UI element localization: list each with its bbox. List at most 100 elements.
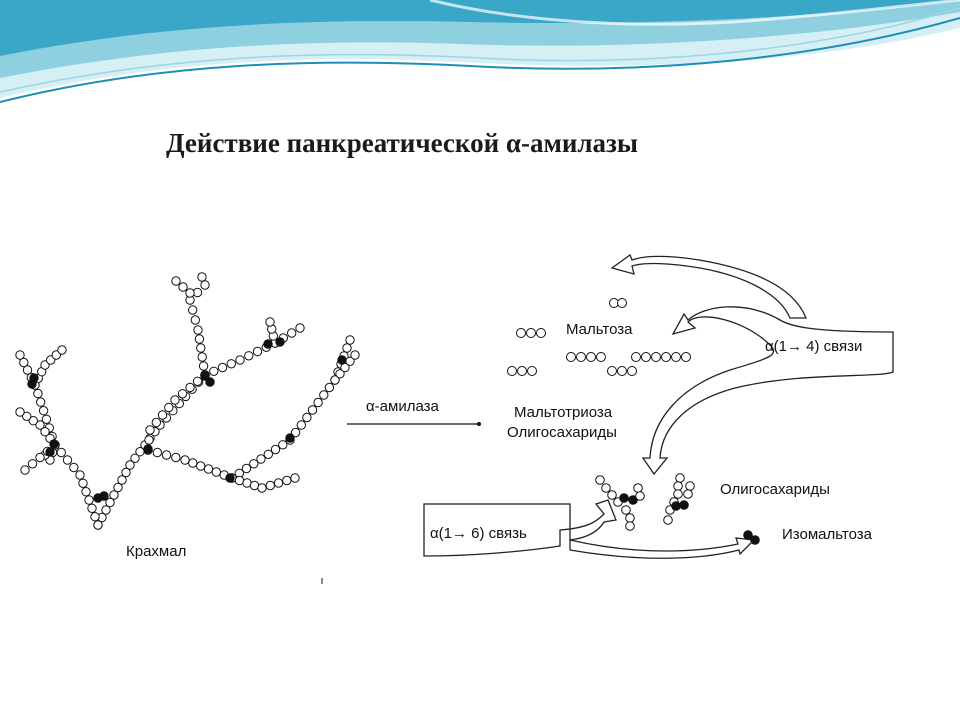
glucose-bead	[287, 328, 297, 338]
glucose-bead	[81, 487, 91, 497]
glucose-bead	[125, 460, 135, 470]
glucose-bead	[185, 382, 195, 393]
glucose-bead	[40, 427, 50, 437]
glucose-bead	[252, 346, 263, 357]
glucose-bead	[278, 440, 288, 450]
branch-point-bead	[337, 355, 347, 365]
glucose-bead	[78, 478, 88, 488]
glucose-bead	[113, 482, 123, 493]
branch-point-bead	[743, 530, 753, 540]
glucose-bead	[345, 335, 355, 345]
bond-14-label: α(1→ 4) связи	[765, 338, 862, 355]
glucose-bead	[625, 521, 635, 531]
starch-molecule	[15, 272, 360, 530]
glucose-bead	[35, 420, 45, 430]
enzyme-label: α-амилаза	[366, 398, 440, 415]
glucose-bead	[35, 452, 45, 463]
glucose-bead	[33, 388, 43, 399]
maltose-label: Мальтоза	[566, 321, 633, 338]
glucose-bead	[157, 410, 168, 420]
glucose-bead	[56, 447, 66, 458]
glucose-bead	[265, 480, 275, 491]
glucose-bead	[566, 352, 576, 362]
glucose-bead	[302, 412, 312, 423]
glucose-bead	[87, 503, 97, 513]
oligosaccharides-label-top: Олигосахариды	[507, 424, 617, 441]
glucose-bead	[198, 361, 209, 371]
glucose-bead	[151, 417, 162, 428]
glucose-bead	[607, 490, 617, 500]
glucose-bead	[180, 455, 190, 465]
glucose-bead	[217, 362, 228, 373]
glucose-bead	[241, 463, 252, 474]
glucose-bead	[335, 369, 345, 379]
branch-point-bead	[679, 500, 689, 510]
branch-point-bead	[225, 473, 235, 483]
glucose-bead	[586, 352, 596, 362]
glucose-bead	[324, 382, 335, 393]
glucose-bead	[90, 512, 100, 522]
branch-point-bead	[263, 339, 273, 349]
glucose-bead	[663, 515, 673, 525]
glucose-bead	[101, 505, 111, 515]
glucose-bead	[290, 427, 301, 438]
glucose-bead	[178, 282, 188, 292]
glucose-bead	[256, 454, 266, 464]
glucose-bead	[641, 352, 651, 362]
glucose-bead	[576, 352, 586, 362]
glucose-bead	[117, 475, 127, 485]
glucose-bead	[244, 351, 254, 361]
branch-point-bead	[49, 439, 59, 449]
glucose-bead	[270, 444, 281, 455]
glucose-bead	[296, 420, 306, 430]
isomaltose-label: Изомальтоза	[782, 526, 873, 543]
glucose-bead	[607, 366, 617, 376]
glucose-bead	[75, 470, 85, 480]
glucose-bead	[257, 483, 267, 493]
amylase-reaction-arrow	[347, 422, 481, 426]
glucose-bead	[188, 305, 198, 315]
glucose-bead	[635, 491, 645, 501]
glucose-bead	[621, 505, 631, 515]
glucose-bead	[185, 288, 195, 298]
glucose-bead	[203, 464, 214, 474]
glucose-bead	[265, 317, 275, 327]
glucose-bead	[631, 352, 641, 362]
wave-line-2	[0, 7, 960, 93]
glucose-bead	[171, 276, 181, 286]
glucose-bead	[36, 397, 46, 407]
bond-14-arrow	[610, 253, 894, 476]
glucose-bead	[190, 315, 201, 325]
glucose-bead	[282, 475, 292, 486]
glucose-bead	[273, 478, 284, 488]
glucose-bead	[685, 481, 695, 491]
glucose-bead	[681, 352, 691, 362]
glucose-bead	[27, 459, 38, 469]
branch-point-bead	[99, 491, 109, 501]
glucose-bead	[673, 481, 683, 491]
glucose-bead	[130, 453, 140, 463]
glucose-bead	[307, 405, 318, 415]
glucose-bead	[313, 397, 323, 408]
glucose-bead	[526, 328, 536, 338]
branch-point-bead	[628, 495, 638, 505]
wave-line-1	[0, 17, 960, 103]
glucose-bead	[69, 462, 79, 473]
glucose-bead	[536, 328, 546, 338]
glucose-bead	[161, 450, 172, 460]
branch-point-bead	[205, 377, 215, 387]
glucose-bead	[22, 411, 32, 421]
glucose-bead	[105, 497, 115, 508]
glucose-bead	[226, 359, 237, 369]
glucose-bead	[295, 323, 305, 333]
wave-top-band	[0, 0, 960, 56]
glucose-bead	[507, 366, 517, 376]
glucose-bead	[601, 483, 611, 493]
glucose-bead	[209, 366, 219, 376]
glucose-bead	[145, 425, 155, 435]
glucose-bead	[342, 343, 352, 353]
glucose-bead	[38, 406, 49, 416]
glucose-bead	[673, 489, 683, 499]
branch-point-bead	[200, 371, 210, 381]
glucose-bead	[62, 455, 73, 465]
